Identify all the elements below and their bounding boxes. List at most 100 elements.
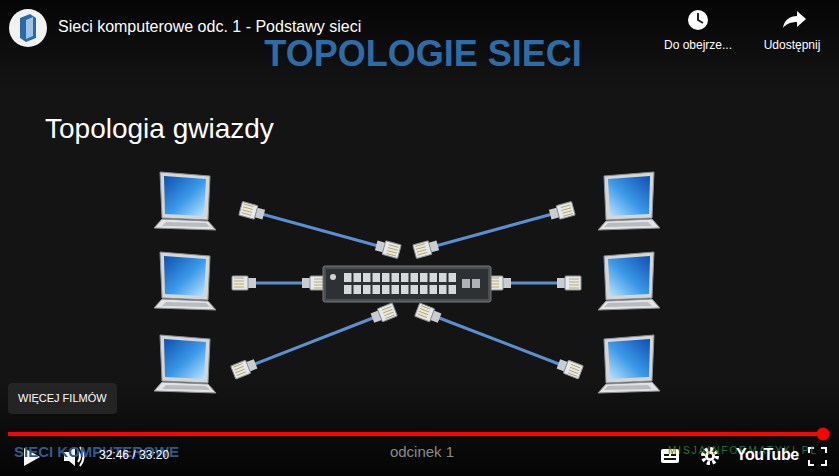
- switch-port: [392, 285, 400, 294]
- switch-panel: [326, 269, 488, 299]
- rj45-plug: [231, 357, 258, 379]
- plug-body: [377, 303, 397, 322]
- laptop-screen: [608, 176, 650, 216]
- switch-port: [401, 285, 409, 294]
- bottom-shade: [0, 380, 839, 476]
- switch-port: [392, 273, 400, 282]
- laptop-screen: [164, 256, 206, 296]
- button-label: WIĘCEJ FILMÓW: [18, 392, 107, 405]
- rj45-plug: [413, 239, 440, 259]
- rj45-plug: [556, 357, 583, 379]
- rj45-plug: [415, 303, 442, 325]
- switch-uplink: [472, 279, 480, 288]
- switch-port: [401, 273, 409, 282]
- plug-body: [413, 241, 432, 259]
- switch-port: [411, 273, 419, 282]
- laptop-base: [598, 382, 660, 393]
- switch-port: [430, 273, 438, 282]
- rj45-plug: [374, 239, 401, 259]
- switch-port: [382, 285, 390, 294]
- switch-port: [420, 273, 428, 282]
- switch-port: [363, 285, 371, 294]
- cable: [434, 316, 564, 366]
- rj45-plug: [232, 276, 256, 290]
- plug-body: [382, 241, 401, 259]
- plug-contacts: [415, 244, 427, 255]
- switch-port: [439, 285, 447, 294]
- laptop-base: [154, 299, 216, 310]
- captions-icon: [664, 458, 676, 460]
- laptop-screen: [608, 256, 650, 296]
- laptop-base: [154, 219, 216, 230]
- laptop-keyboard: [162, 302, 210, 307]
- laptop-screen: [164, 339, 206, 379]
- laptop-lid: [160, 335, 210, 383]
- cable: [505, 282, 563, 285]
- switch-port: [363, 273, 371, 282]
- switch-port: [373, 273, 381, 282]
- laptop: [154, 172, 216, 230]
- switch-port: [373, 285, 381, 294]
- progress-bar: [8, 432, 824, 436]
- plug-contacts: [386, 245, 398, 256]
- laptop-base: [598, 219, 660, 230]
- rj45-plug: [557, 276, 581, 290]
- plug-boot: [557, 278, 565, 288]
- switch-port: [449, 285, 457, 294]
- plug-boot: [248, 278, 256, 288]
- switch-port: [411, 285, 419, 294]
- laptop-base: [598, 299, 660, 310]
- laptop-keyboard: [604, 302, 652, 307]
- rj45-plug: [548, 201, 575, 221]
- laptop: [154, 252, 216, 310]
- cable: [258, 213, 382, 247]
- clock-icon: [698, 13, 703, 23]
- laptop-screen: [608, 339, 650, 379]
- plug-body: [565, 276, 581, 290]
- time-display: 32:46 / 33:20: [99, 449, 169, 463]
- top-shade: [0, 0, 839, 90]
- channel-logo: [26, 17, 33, 39]
- laptop-keyboard: [162, 222, 210, 227]
- slide-subtitle: Topologia gwiazdy: [45, 113, 274, 145]
- channel-logo: [20, 14, 36, 42]
- plug-contacts: [568, 364, 581, 376]
- laptop-lid: [604, 252, 654, 300]
- plug-boot: [302, 278, 310, 288]
- clock-icon: [688, 10, 708, 30]
- share-icon: [783, 11, 806, 28]
- switch-port: [420, 285, 428, 294]
- switch-port: [344, 273, 352, 282]
- switch-port: [382, 273, 390, 282]
- video-title: Sieci komputerowe odc. 1 - Podstawy siec…: [58, 18, 361, 36]
- plug-body: [415, 303, 435, 322]
- laptop: [598, 335, 660, 393]
- progress-handle: [817, 428, 830, 441]
- plug-contacts: [233, 364, 246, 376]
- plug-body: [556, 201, 575, 219]
- plug-boot: [503, 278, 511, 288]
- button-label: Udostępnij: [764, 39, 821, 53]
- plug-body: [231, 360, 251, 379]
- laptop-screen: [164, 176, 206, 216]
- channel-avatar: [9, 9, 47, 47]
- plug-contacts: [234, 278, 244, 287]
- switch-body: [323, 266, 491, 302]
- laptop: [598, 252, 660, 310]
- laptop: [154, 335, 216, 393]
- cables: [250, 213, 564, 366]
- cable: [250, 282, 308, 285]
- plug-contacts: [561, 205, 573, 216]
- laptop-keyboard: [604, 385, 652, 390]
- switch-logo: [330, 274, 336, 280]
- rj45-plug: [239, 201, 266, 221]
- button-label: Do obejrze...: [664, 39, 732, 53]
- plug-contacts: [569, 279, 579, 288]
- plug-contacts: [418, 306, 431, 318]
- plug-contacts: [382, 306, 395, 318]
- switch-port: [449, 273, 457, 282]
- laptop-lid: [604, 335, 654, 383]
- laptop-lid: [160, 172, 210, 220]
- plugs: [231, 201, 584, 379]
